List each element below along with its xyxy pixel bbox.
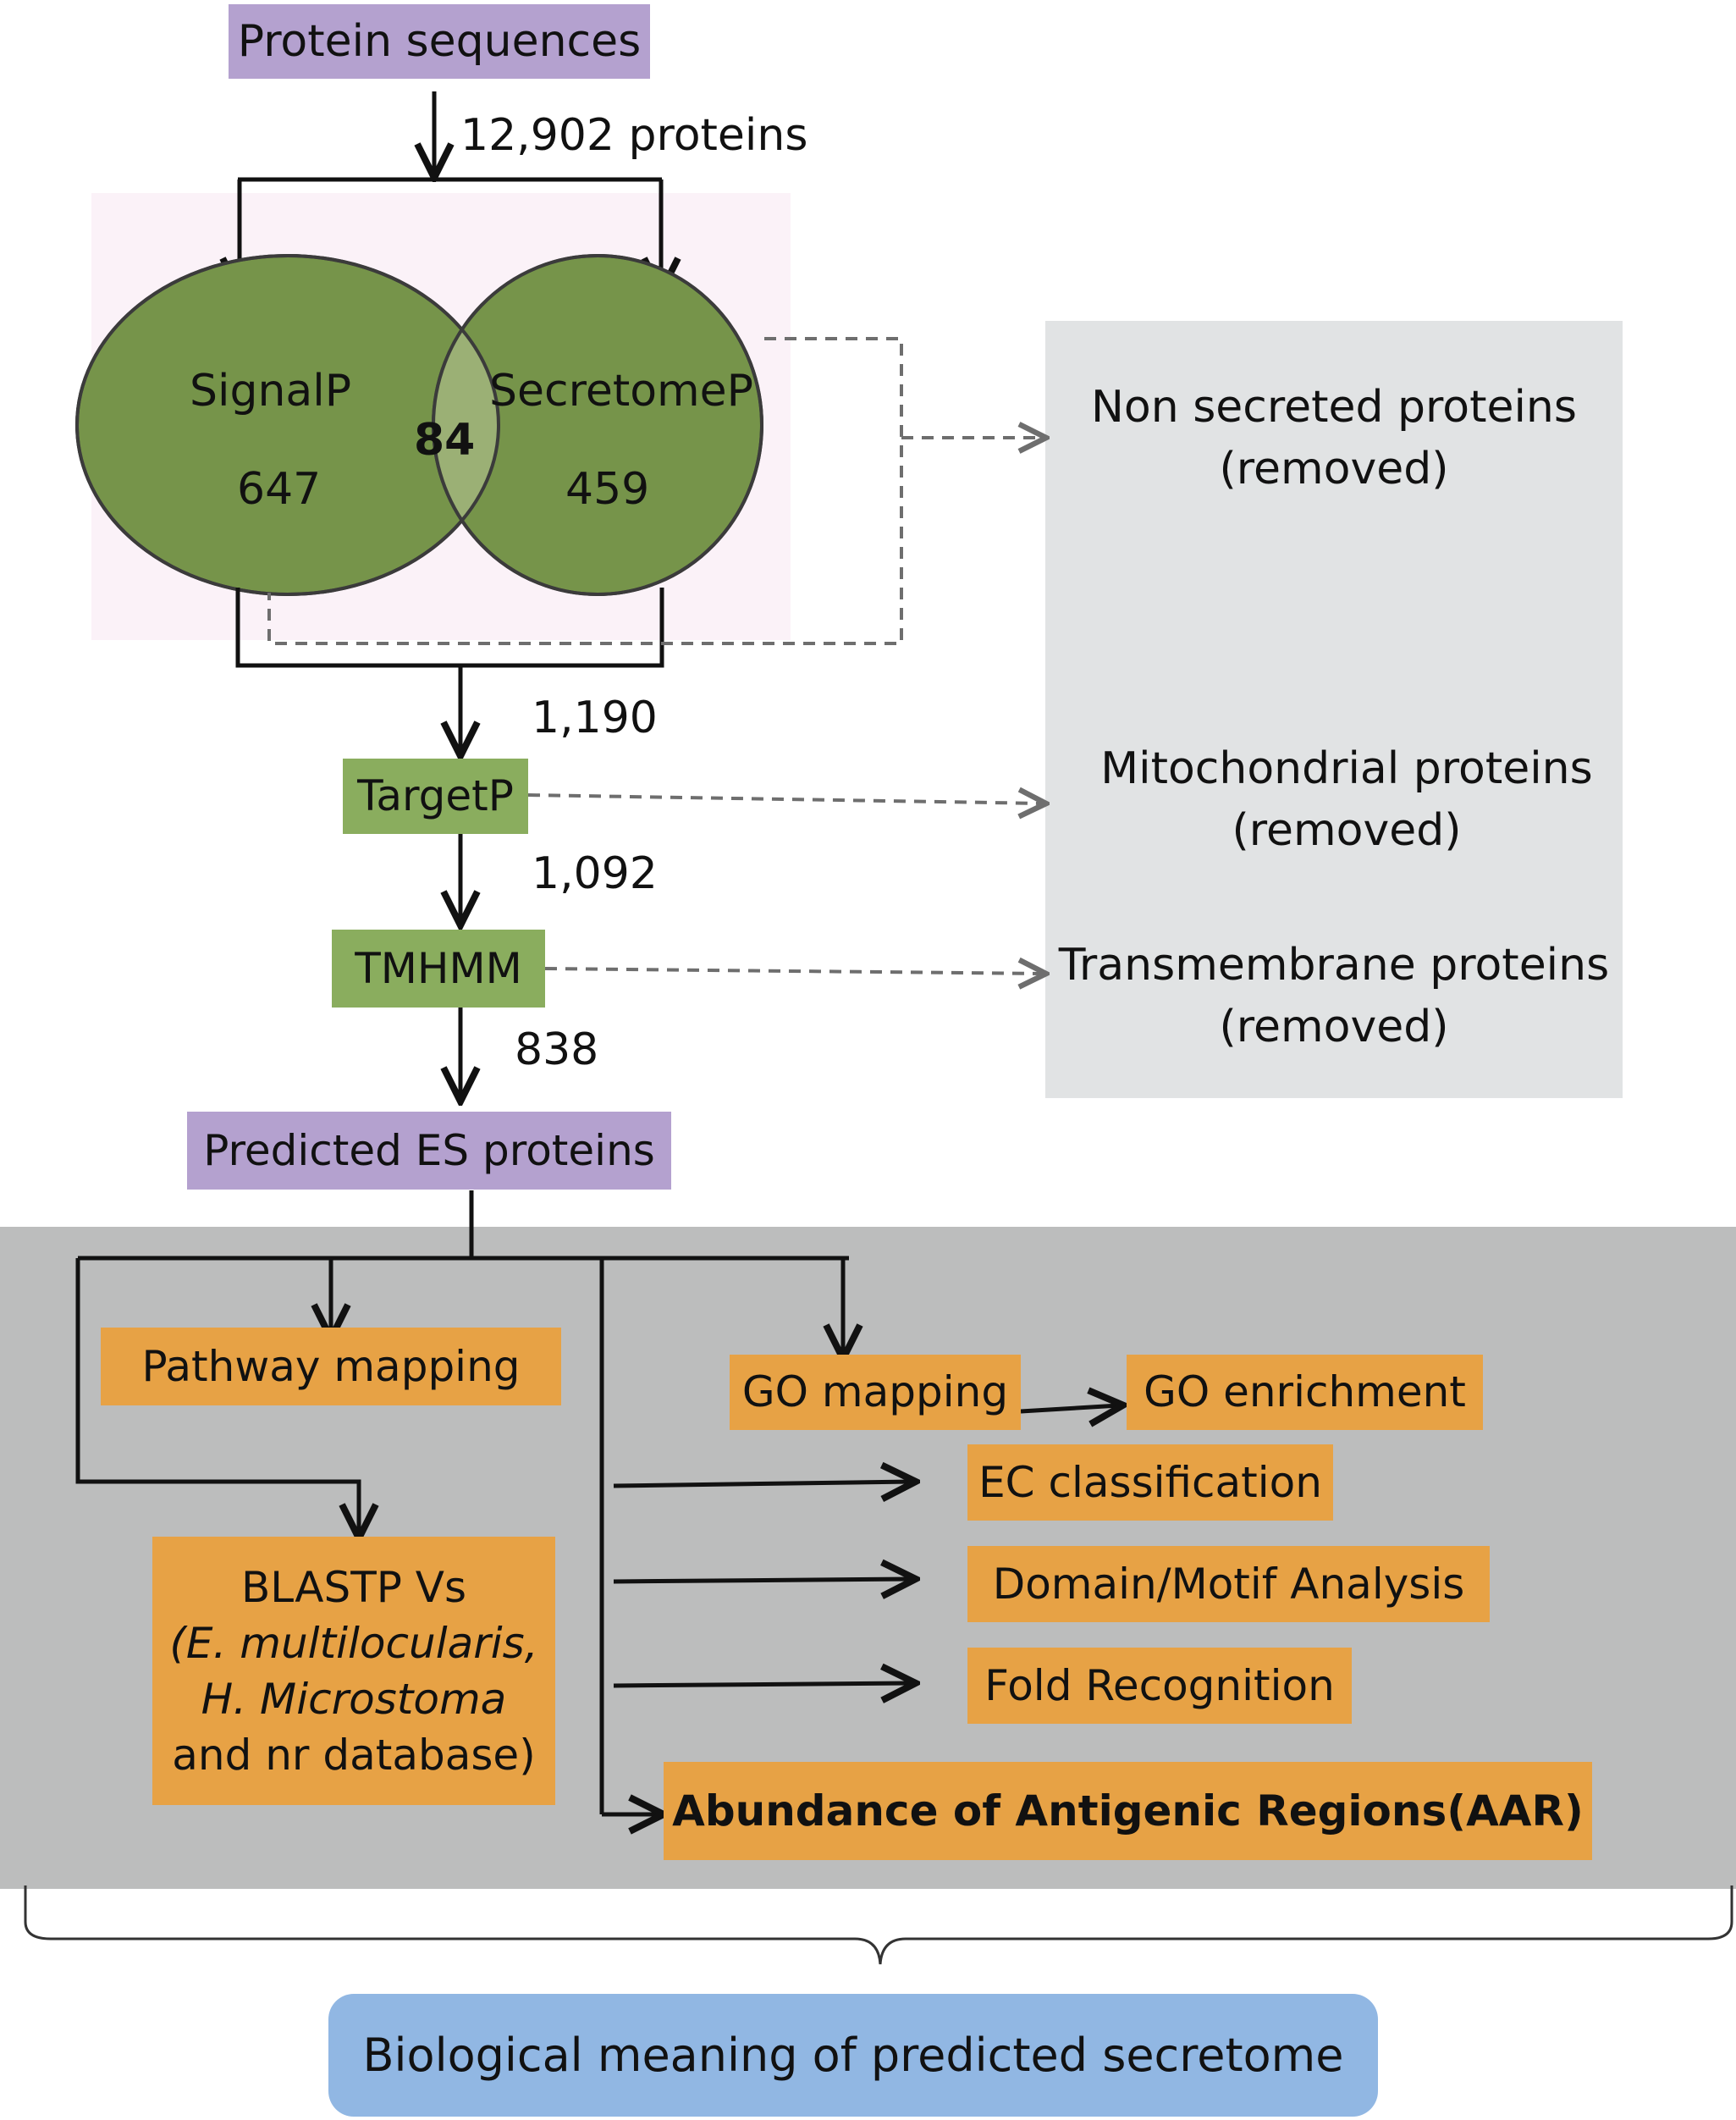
non-secreted-line1: Non secreted proteins [1091,382,1577,433]
mitochondrial-line1: Mitochondrial proteins [1100,743,1593,794]
non-secreted-label: Non secreted proteins (removed) [1045,377,1623,500]
domain-motif-node: Domain/Motif Analysis [967,1546,1490,1622]
tmhmm-node: TMHMM [332,930,545,1008]
arrow-transmembrane [544,969,1043,974]
count-after-targetp: 1,092 [532,848,658,899]
transmembrane-line1: Transmembrane proteins [1058,940,1610,991]
blastp-line3: H. Microstoma [201,1674,507,1724]
transmembrane-line2: (removed) [1219,1001,1449,1052]
arrow-to-ec [613,1482,912,1486]
pathway-mapping-node: Pathway mapping [101,1328,561,1405]
arrow-to-domain [613,1579,912,1582]
summary-brace [24,1885,1733,1965]
go-mapping-node: GO mapping [730,1355,1021,1430]
signalp-count: 647 [237,464,322,515]
protein-sequences-node: Protein sequences [229,4,650,79]
count-total: 12,902 proteins [460,110,808,161]
count-after-tmhmm: 838 [515,1024,599,1075]
removed-panel [1045,321,1623,1098]
secretomep-count: 459 [565,464,650,515]
non-secreted-line2: (removed) [1219,443,1449,494]
overlap-count: 84 [414,415,476,466]
go-enrichment-node: GO enrichment [1127,1355,1483,1430]
arrow-mitochondrial [527,795,1043,803]
fold-recognition-node: Fold Recognition [967,1648,1352,1724]
ec-classification-node: EC classification [967,1444,1333,1521]
signalp-label: SignalP [190,366,352,417]
aar-node: Abundance of Antigenic Regions(AAR) [664,1762,1592,1860]
transmembrane-label: Transmembrane proteins (removed) [1045,935,1623,1058]
mitochondrial-line2: (removed) [1232,804,1462,856]
blastp-line1: BLASTP Vs [240,1562,467,1612]
blastp-line2: (E. multilocularis, [169,1618,538,1668]
arrow-to-fold [613,1683,912,1686]
mitochondrial-label: Mitochondrial proteins (removed) [1058,738,1635,862]
blastp-node: BLASTP Vs (E. multilocularis, H. Microst… [152,1537,555,1805]
targetp-node: TargetP [343,759,528,834]
arrow-go-to-enrichment [1020,1405,1119,1411]
count-after-signal: 1,190 [532,693,658,743]
secretomep-label: SecretomeP [489,366,754,417]
predicted-es-node: Predicted ES proteins [187,1112,671,1190]
biological-meaning-node: Biological meaning of predicted secretom… [328,1994,1378,2117]
blastp-line4: and nr database) [172,1730,536,1780]
